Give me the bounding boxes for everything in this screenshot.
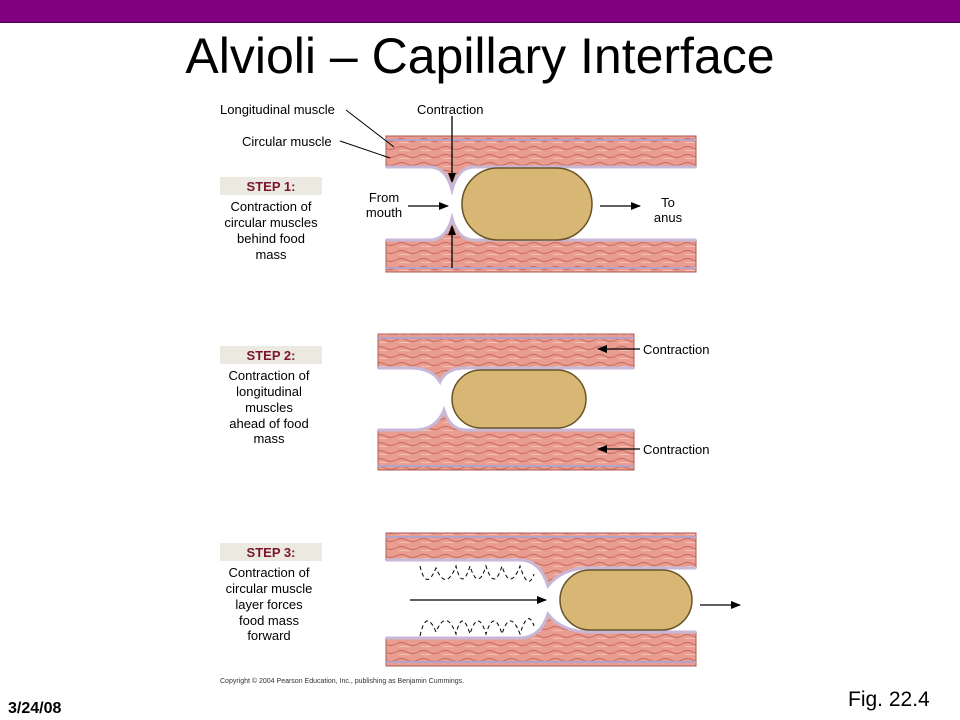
label-to: To xyxy=(661,195,675,210)
figure-number: Fig. 22.4 xyxy=(848,688,930,711)
step1-food-mass xyxy=(461,167,593,241)
slide-title: Alvioli – Capillary Interface xyxy=(185,28,775,84)
step1-caption: STEP 1: Contraction of circular muscles … xyxy=(220,177,322,262)
step3-dashed-wave-bottom xyxy=(419,618,535,637)
label-contraction-top: Contraction xyxy=(417,102,483,117)
step3-line: circular muscle xyxy=(226,581,313,596)
step1-line: mass xyxy=(255,247,287,262)
label-anus: anus xyxy=(654,210,683,225)
step3-line: food mass xyxy=(239,613,299,628)
label-circular-muscle: Circular muscle xyxy=(242,134,332,149)
step2-diagram: Contraction Contraction xyxy=(377,333,709,471)
step3-line: Contraction of xyxy=(229,565,310,580)
label-from: From xyxy=(369,190,399,205)
step1-line: circular muscles xyxy=(224,215,318,230)
top-accent-bar xyxy=(0,0,960,23)
step2-line: ahead of food xyxy=(229,416,309,431)
step1-upper-lining xyxy=(386,165,696,196)
step2-line: muscles xyxy=(245,400,293,415)
step1-line: behind food xyxy=(237,231,305,246)
step2-caption: STEP 2: Contraction of longitudinal musc… xyxy=(220,346,322,446)
step3-food-mass xyxy=(559,569,693,631)
step2-line: longitudinal xyxy=(236,384,302,399)
label-longitudinal-muscle: Longitudinal muscle xyxy=(220,102,335,117)
step3-line: layer forces xyxy=(235,597,303,612)
step2-heading: STEP 2: xyxy=(247,348,296,363)
label-mouth: mouth xyxy=(366,205,402,220)
label-contraction-2a: Contraction xyxy=(643,342,709,357)
step2-line: mass xyxy=(253,431,285,446)
step1-line: Contraction of xyxy=(231,199,312,214)
step1-diagram: Longitudinal muscle Circular muscle Cont… xyxy=(220,102,697,273)
step3-heading: STEP 3: xyxy=(247,545,296,560)
copyright-notice: Copyright © 2004 Pearson Education, Inc.… xyxy=(220,678,465,685)
step2-food-mass xyxy=(451,369,587,429)
step3-dashed-wave-top xyxy=(419,564,535,582)
slide-date: 3/24/08 xyxy=(8,700,62,717)
step3-caption: STEP 3: Contraction of circular muscle l… xyxy=(220,543,322,643)
step3-line: forward xyxy=(247,628,290,643)
step3-diagram xyxy=(385,532,741,667)
step2-line: Contraction of xyxy=(229,368,310,383)
label-contraction-2b: Contraction xyxy=(643,442,709,457)
step1-heading: STEP 1: xyxy=(247,179,296,194)
